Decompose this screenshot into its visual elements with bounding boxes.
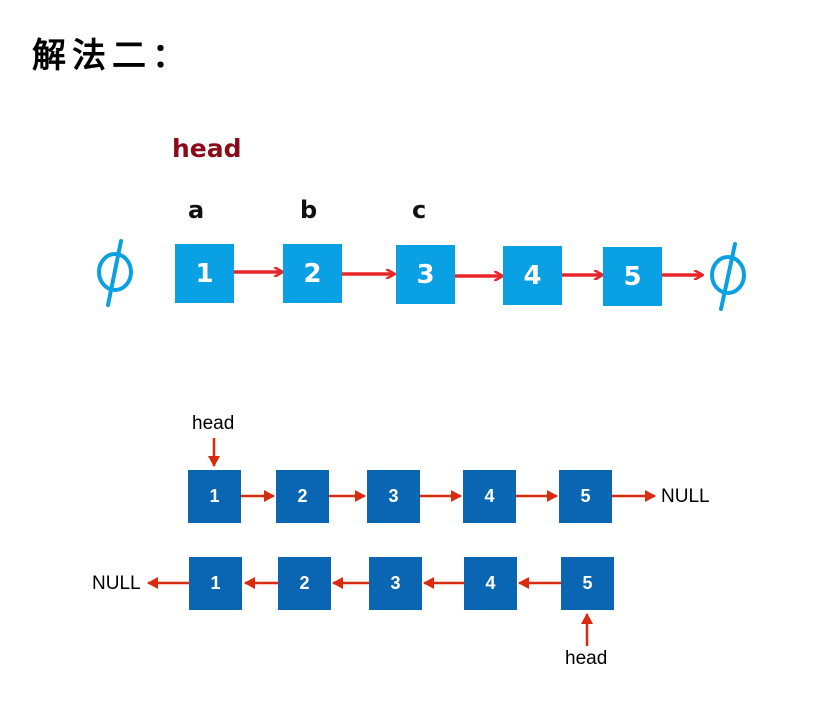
row2-node-4: 4 <box>464 557 517 610</box>
row2-node-3: 3 <box>369 557 422 610</box>
row1-null-label: NULL <box>661 486 710 507</box>
d1-node-4: 4 <box>503 246 562 305</box>
pointer-label-b: b <box>300 196 318 224</box>
row2-head-label: head <box>565 648 608 669</box>
row1-node-4: 4 <box>463 470 516 523</box>
row1-node-3: 3 <box>367 470 420 523</box>
d1-node-2: 2 <box>283 244 342 303</box>
row2-node-1: 1 <box>189 557 242 610</box>
row1-head-label: head <box>192 413 235 434</box>
null-symbol-right-icon <box>710 242 746 311</box>
pointer-label-c: c <box>412 196 427 224</box>
row2-node-2: 2 <box>278 557 331 610</box>
row1-node-1: 1 <box>188 470 241 523</box>
d1-node-1: 1 <box>175 244 234 303</box>
page-title: 解法二： <box>32 36 192 76</box>
row2-null-label: NULL <box>92 573 141 594</box>
row1-node-5: 5 <box>559 470 612 523</box>
d1-node-5: 5 <box>603 247 662 306</box>
head-label: head <box>172 134 242 163</box>
row2-node-5: 5 <box>561 557 614 610</box>
null-symbol-left-icon <box>97 239 133 307</box>
d1-node-3: 3 <box>396 245 455 304</box>
row1-node-2: 2 <box>276 470 329 523</box>
pointer-label-a: a <box>188 196 205 224</box>
